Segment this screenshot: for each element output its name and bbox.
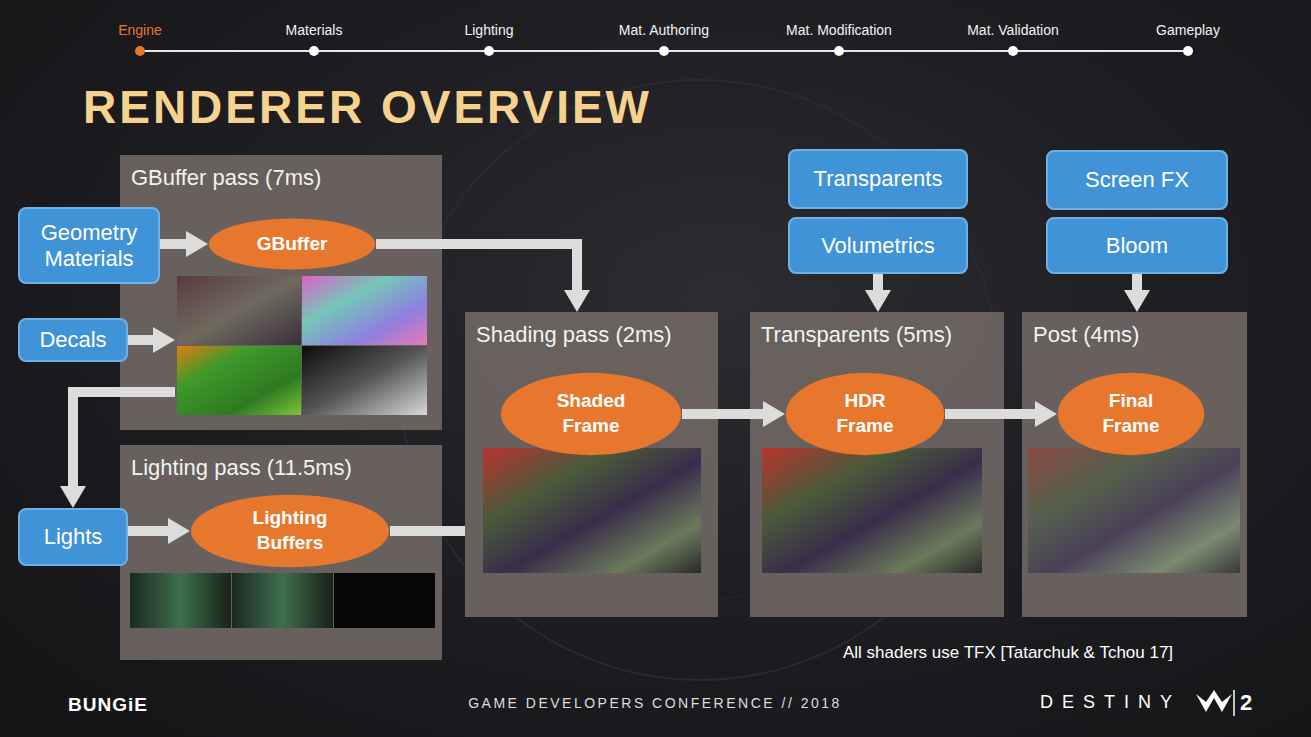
timeline-step: Mat. Validation bbox=[967, 22, 1059, 38]
flow-arrow bbox=[682, 409, 763, 419]
pass-panel: Transparents (5ms) HDR Frame bbox=[750, 312, 1004, 617]
pass-heading: Transparents (5ms) bbox=[761, 322, 952, 348]
footnote: All shaders use TFX [Tatarchuk & Tchou 1… bbox=[843, 643, 1173, 663]
box-label: GBuffer bbox=[257, 232, 328, 257]
pass-panel: GBuffer pass (7ms) GBuffer bbox=[120, 155, 442, 430]
ellipse-outline bbox=[785, 372, 945, 456]
pass-panel: Post (4ms) Final Frame bbox=[1022, 312, 1247, 617]
flow-arrow bbox=[390, 526, 465, 536]
box-label: Lighting Buffers bbox=[235, 506, 345, 555]
ellipse-outline bbox=[190, 494, 390, 568]
box-label: Volumetrics bbox=[821, 233, 935, 258]
box-label: Final Frame bbox=[1086, 389, 1176, 438]
pass-panel: Lighting pass (11.5ms) Lighting Buffers bbox=[120, 445, 442, 660]
output-ellipse: Shaded Frame bbox=[500, 372, 682, 456]
conference-name: GAME DEVELOPERS CONFERENCE // 2018 bbox=[468, 695, 842, 711]
input-box: Volumetrics bbox=[788, 217, 968, 274]
input-box: Bloom bbox=[1046, 217, 1228, 274]
box-label: Shaded Frame bbox=[541, 389, 641, 438]
flow-arrow bbox=[1132, 274, 1142, 290]
timeline-step: Lighting bbox=[464, 22, 513, 38]
flow-arrow bbox=[128, 526, 168, 536]
output-ellipse: Lighting Buffers bbox=[190, 494, 390, 568]
pass-heading: GBuffer pass (7ms) bbox=[131, 165, 321, 191]
flow-arrow bbox=[376, 244, 577, 290]
flow-arrow bbox=[945, 409, 1035, 419]
ellipse-outline bbox=[500, 372, 682, 456]
input-box: Screen FX bbox=[1046, 150, 1228, 210]
game-logo: DESTINY bbox=[1040, 692, 1181, 713]
pass-heading: Shading pass (2ms) bbox=[476, 322, 672, 348]
box-label: Decals bbox=[39, 327, 106, 352]
box-label: Geometry Materials bbox=[26, 220, 152, 271]
ellipse-outline bbox=[1057, 372, 1205, 456]
pass-panel: Shading pass (2ms) Shaded Frame bbox=[465, 312, 718, 617]
timeline-step: Materials bbox=[286, 22, 343, 38]
input-box: Lights bbox=[18, 508, 128, 566]
input-box: Decals bbox=[18, 318, 128, 362]
flow-arrow bbox=[128, 335, 153, 345]
input-box: Transparents bbox=[788, 149, 968, 209]
output-ellipse: Final Frame bbox=[1057, 372, 1205, 456]
pass-heading: Post (4ms) bbox=[1033, 322, 1139, 348]
timeline-step: Gameplay bbox=[1156, 22, 1220, 38]
slide-title: RENDERER OVERVIEW bbox=[83, 80, 652, 134]
box-label: Lights bbox=[44, 524, 103, 549]
game-logo-number: 2 bbox=[1240, 690, 1252, 716]
timeline-step: Mat. Authoring bbox=[619, 22, 709, 38]
box-label: Screen FX bbox=[1085, 167, 1189, 192]
output-ellipse: GBuffer bbox=[208, 218, 376, 270]
box-label: Bloom bbox=[1106, 233, 1168, 258]
timeline-step: Engine bbox=[118, 22, 162, 38]
input-box: Geometry Materials bbox=[18, 207, 160, 284]
pass-heading: Lighting pass (11.5ms) bbox=[131, 455, 352, 481]
flow-arrow bbox=[873, 274, 883, 290]
box-label: HDR Frame bbox=[825, 389, 905, 438]
studio-logo: BUNGiE bbox=[68, 694, 148, 716]
output-ellipse: HDR Frame bbox=[785, 372, 945, 456]
box-label: Transparents bbox=[814, 166, 943, 191]
flow-arrow bbox=[160, 239, 186, 249]
timeline-step: Mat. Modification bbox=[786, 22, 892, 38]
